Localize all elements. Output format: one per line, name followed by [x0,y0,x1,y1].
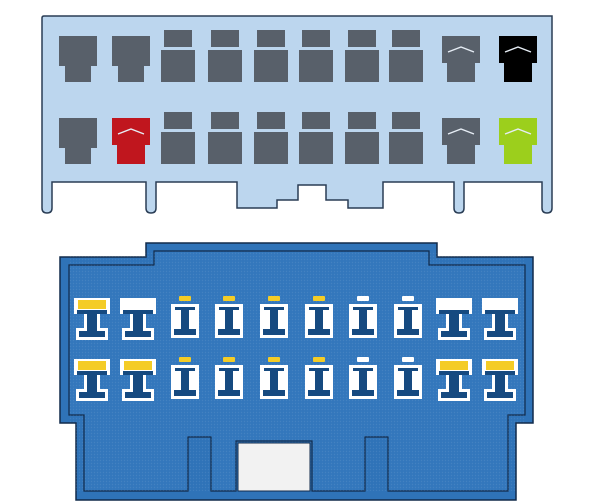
top-cavity-r1-7 [345,30,379,82]
top-cavity-r2-10 [499,118,537,164]
terminal-r2-9 [436,359,472,401]
top-cavity-r2-7 [345,112,379,164]
terminal-r1-10 [482,298,518,340]
terminal-r2-5 [260,357,288,399]
top-cavity-r1-9 [442,36,480,82]
terminal-r2-1 [74,359,110,401]
top-cavity-r1-3 [161,30,195,82]
top-cavity-r2-9 [442,118,480,164]
bottom-connector [59,242,534,501]
terminal-r1-2 [120,298,156,340]
terminal-r1-4 [215,296,243,338]
top-cavity-r2-8 [389,112,423,164]
top-cavity-r2-2 [112,118,150,164]
top-cavity-r1-8 [389,30,423,82]
top-cavity-r2-4 [208,112,242,164]
top-cavity-r2-6 [299,112,333,164]
terminal-r2-7 [349,357,377,399]
terminal-r1-1 [74,298,110,340]
terminal-r1-5 [260,296,288,338]
top-cavity-r2-5 [254,112,288,164]
terminal-r1-9 [436,298,472,340]
top-cavity-r1-6 [299,30,333,82]
top-cavities [59,30,537,164]
bottom-terminals [74,296,518,401]
top-cavity-r1-4 [208,30,242,82]
terminal-r2-3 [171,357,199,399]
terminal-r2-4 [215,357,243,399]
top-connector [41,15,553,214]
terminal-r2-10 [482,359,518,401]
bottom-connector-key-slot [237,442,311,492]
terminal-r2-8 [394,357,422,399]
terminal-r2-2 [120,359,156,401]
terminal-r1-6 [305,296,333,338]
terminal-r1-8 [394,296,422,338]
terminal-r1-7 [349,296,377,338]
top-cavity-r1-5 [254,30,288,82]
top-cavity-r2-3 [161,112,195,164]
top-cavity-r1-1 [59,36,97,82]
top-cavity-r2-1 [59,118,97,164]
top-cavity-r1-10 [499,36,537,82]
terminal-r1-3 [171,296,199,338]
top-cavity-r1-2 [112,36,150,82]
terminal-r2-6 [305,357,333,399]
